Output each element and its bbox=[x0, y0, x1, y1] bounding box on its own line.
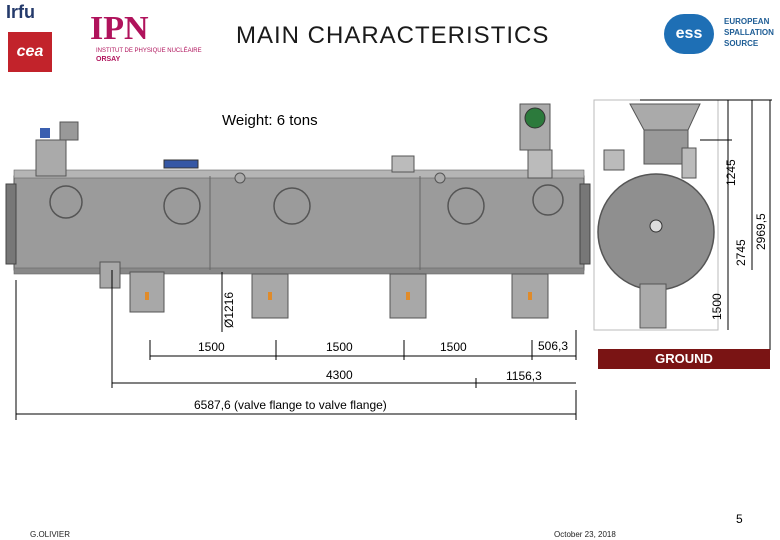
cea-logo: cea bbox=[8, 32, 52, 72]
dim-2969-5: 2969,5 bbox=[754, 213, 768, 250]
vessel-top-band bbox=[13, 169, 585, 179]
vessel-bottom-band bbox=[13, 267, 585, 275]
dim-1245: 1245 bbox=[724, 159, 738, 186]
dim-1500-a: 1500 bbox=[198, 340, 225, 354]
dim-2745: 2745 bbox=[734, 239, 748, 266]
dim-506-3: 506,3 bbox=[538, 339, 569, 353]
dim-1500-c: 1500 bbox=[440, 340, 467, 354]
ess-logo-line-2: SPALLATION bbox=[724, 28, 774, 37]
weight-label: Weight: 6 tons bbox=[222, 112, 318, 129]
ess-logo-line-1: EUROPEAN bbox=[724, 17, 770, 26]
footer-date: October 23, 2018 bbox=[554, 530, 616, 539]
dim-1500-vertical: 1500 bbox=[710, 293, 724, 320]
footer-author: G.OLIVIER bbox=[30, 530, 71, 539]
irfu-logo: Irfu bbox=[6, 2, 35, 22]
ipn-logo-orsay: ORSAY bbox=[96, 56, 121, 63]
dim-4300: 4300 bbox=[326, 368, 353, 382]
dim-6587-6: 6587,6 (valve flange to valve flange) bbox=[194, 398, 387, 412]
ipn-logo: IPN bbox=[90, 10, 149, 47]
ess-logo-mark: ess bbox=[664, 14, 714, 54]
dim-1500-b: 1500 bbox=[326, 340, 353, 354]
ess-logo-line-3: SOURCE bbox=[724, 39, 759, 48]
page-title: MAIN CHARACTERISTICS bbox=[236, 22, 550, 49]
page-number: 5 bbox=[736, 512, 743, 526]
dim-1156-3: 1156,3 bbox=[506, 369, 542, 383]
ess-logo-text: EUROPEAN SPALLATION SOURCE bbox=[724, 16, 774, 49]
diameter-label: Ø1216 bbox=[222, 291, 236, 328]
ground-label: GROUND bbox=[598, 349, 770, 369]
ipn-logo-subtitle: INSTITUT DE PHYSIQUE NUCLÉAIRE bbox=[96, 48, 202, 54]
